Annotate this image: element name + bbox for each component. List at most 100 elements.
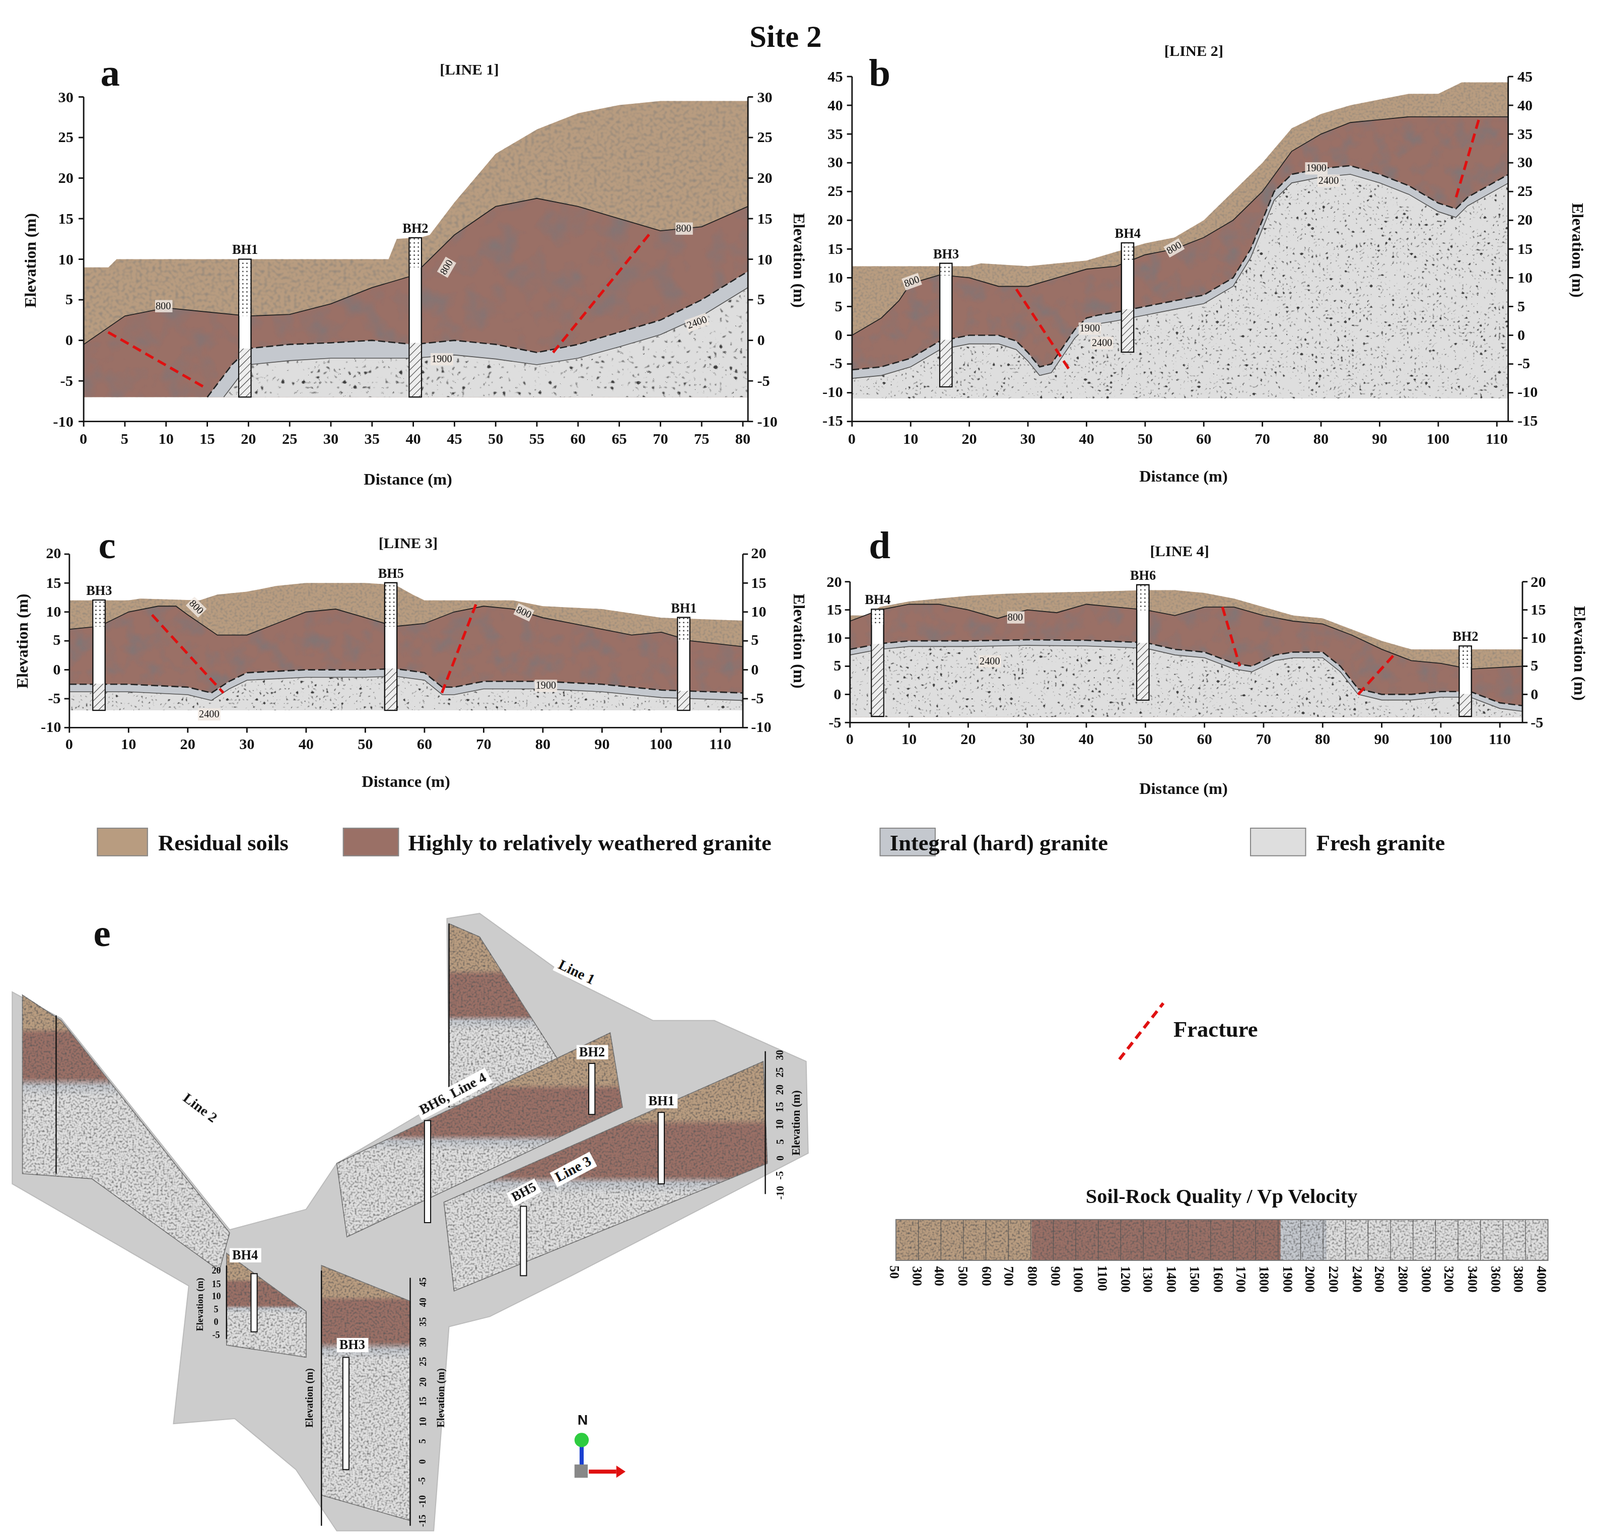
colorbar-divider — [1232, 1219, 1234, 1261]
borehole-column — [92, 237, 1472, 717]
profile-line-4 — [850, 645, 1523, 717]
axis-line — [495, 421, 497, 427]
tick-label: 110 — [709, 735, 732, 753]
tick-label: 55 — [529, 430, 545, 448]
fence-diagram — [658, 1111, 665, 1184]
tick-label: 45 — [827, 67, 843, 86]
profile-line-1 — [223, 287, 748, 397]
tick-label: 20 — [416, 1376, 428, 1386]
tick-label: 15 — [211, 1277, 221, 1289]
tick-label: 0 — [773, 1155, 786, 1161]
fence-diagram — [448, 923, 450, 1107]
axis-title: Elevation (m) — [789, 1089, 803, 1155]
borehole-column — [1459, 693, 1472, 716]
panel-letter: d — [868, 523, 891, 569]
axis-line — [845, 580, 851, 583]
tick-label: 10 — [773, 1118, 786, 1129]
axis-line — [847, 162, 853, 164]
borehole-label: BH3 — [86, 583, 112, 599]
borehole-label: BH4 — [229, 1247, 261, 1263]
tick-label: 5 — [833, 657, 842, 675]
colorbar-divider — [1097, 1219, 1099, 1261]
tick-label: 0 — [1530, 685, 1539, 704]
north-arrow — [579, 1444, 584, 1468]
tick-label: -15 — [416, 1514, 428, 1527]
axis-line — [124, 421, 126, 427]
tick-label: -5 — [212, 1329, 220, 1340]
borehole-column — [939, 263, 952, 387]
tick-label: 10 — [756, 250, 773, 268]
tick-label: 100 — [1426, 430, 1450, 448]
contour-label: 2400 — [197, 708, 221, 720]
tick-label: 50 — [1137, 730, 1153, 748]
axis-line — [660, 727, 663, 733]
axis-line — [747, 339, 753, 341]
axis-line — [845, 665, 851, 667]
profile-line-1 — [83, 198, 748, 398]
tick-label: -5 — [828, 713, 842, 732]
axis-line — [64, 610, 70, 613]
fracture-line — [552, 230, 653, 353]
profile-line-1 — [83, 101, 748, 398]
north-arrow — [574, 1432, 626, 1478]
tick-label: 90 — [1371, 430, 1387, 448]
borehole-label: BH4 — [864, 592, 891, 608]
axis-line — [1496, 421, 1498, 427]
axis-line — [289, 421, 291, 427]
tick-label: 15 — [750, 574, 767, 592]
tick-label: 0 — [750, 660, 759, 679]
colorbar-divider — [1323, 1219, 1324, 1261]
tick-label: 15 — [1517, 240, 1533, 258]
tick-label: 20 — [773, 1084, 786, 1095]
tick-label: -5 — [829, 355, 843, 373]
tick-label: 0 — [846, 730, 854, 748]
axis-line — [968, 421, 970, 427]
borehole-column — [940, 339, 952, 387]
tick-label: 30 — [827, 154, 843, 172]
contour-label: 1900 — [1304, 162, 1328, 174]
profile-line-1 — [83, 198, 748, 398]
tick-label: 40 — [416, 1296, 428, 1306]
axis-line — [246, 727, 248, 733]
borehole-column — [1122, 309, 1134, 352]
axis-line — [845, 637, 851, 639]
axis-line — [364, 727, 367, 733]
tick-label: 90 — [594, 735, 610, 753]
profile-line-3 — [69, 605, 743, 647]
tick-label: 0 — [52, 660, 61, 679]
colorbar-value: 2200 — [1325, 1265, 1341, 1292]
profile-line-3 — [69, 582, 743, 711]
borehole-column — [409, 238, 422, 268]
axis-line — [64, 726, 70, 729]
borehole-column — [940, 263, 952, 276]
borehole-column — [678, 617, 690, 641]
axis-line — [742, 582, 748, 584]
axis-line — [453, 421, 456, 427]
tick-label: 5 — [1517, 297, 1525, 316]
legend-text: Fresh granite — [1316, 828, 1445, 855]
colorbar-divider — [1300, 1219, 1301, 1261]
fracture-line — [1222, 606, 1240, 666]
velocity-colorbar — [1280, 1219, 1327, 1261]
colorbar-divider — [1030, 1219, 1031, 1261]
axis-line — [1144, 722, 1147, 728]
tick-label: 5 — [1530, 657, 1539, 675]
axis-line — [1522, 580, 1528, 583]
axis-line — [1508, 420, 1514, 423]
profile-line-1 — [83, 101, 748, 398]
tick-label: 60 — [416, 735, 433, 753]
axis-line — [1508, 219, 1514, 222]
colorbar-divider — [1142, 1219, 1144, 1261]
velocity-colorbar — [1031, 1219, 1281, 1261]
figure-title: Site 2 — [749, 18, 822, 54]
contour-label: 800 — [1006, 610, 1024, 623]
contour-label: 800 — [674, 222, 692, 235]
axis-title: Distance (m) — [1139, 467, 1228, 486]
borehole-label: BH2 — [402, 221, 429, 237]
tick-label: 5 — [773, 1138, 786, 1144]
tick-label: 70 — [475, 735, 492, 753]
axis-line — [83, 421, 85, 427]
fence-diagram — [22, 923, 768, 1520]
velocity-colorbar — [895, 1219, 1549, 1261]
axis-line — [1440, 722, 1442, 728]
